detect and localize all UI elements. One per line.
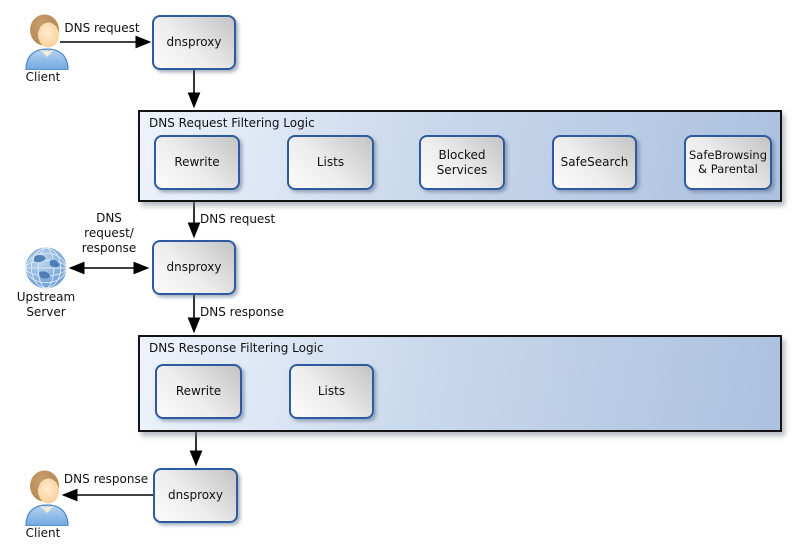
edge-label-upstream-line1: DNS [96, 211, 122, 225]
upstream-server [25, 247, 67, 293]
edge-label-upstream-line2: request/ [84, 226, 134, 240]
dnsproxy-middle-node: dnsproxy [152, 240, 236, 295]
dnsproxy-top-node: dnsproxy [152, 15, 236, 70]
response-filtering-container: DNS Response Filtering Logic Rewrite Lis… [138, 335, 782, 432]
step-safesearch: SafeSearch [552, 135, 637, 190]
edge-label-dns-request-top: DNS request [64, 21, 140, 35]
globe-icon [25, 247, 67, 289]
step-safebrowsing-parental: SafeBrowsing & Parental [684, 135, 772, 190]
step-lists-request: Lists [287, 135, 374, 190]
upstream-server-label: Upstream Server [16, 290, 76, 319]
step-lists-response: Lists [289, 364, 374, 419]
client-bottom [24, 469, 70, 530]
edge-label-dns-response-bottom: DNS response [63, 472, 149, 486]
dnsproxy-bottom-node: dnsproxy [153, 468, 238, 523]
request-filtering-container: DNS Request Filtering Logic Rewrite List… [138, 110, 782, 202]
client-bottom-label: Client [25, 526, 61, 540]
client-icon [25, 14, 69, 71]
client-top-label: Client [25, 70, 61, 84]
request-filtering-title: DNS Request Filtering Logic [149, 116, 315, 130]
edge-label-upstream-line3: response [81, 241, 137, 255]
edge-label-dns-request-mid: DNS request [200, 212, 276, 226]
client-top [24, 13, 70, 74]
response-filtering-title: DNS Response Filtering Logic [149, 341, 324, 355]
step-rewrite-response: Rewrite [155, 364, 242, 419]
edge-label-upstream: DNS request/ response [70, 211, 148, 256]
step-rewrite-request: Rewrite [154, 135, 240, 190]
client-icon [25, 470, 69, 527]
edge-label-dns-response-mid: DNS response [200, 305, 285, 319]
step-blocked-services: Blocked Services [419, 135, 505, 190]
